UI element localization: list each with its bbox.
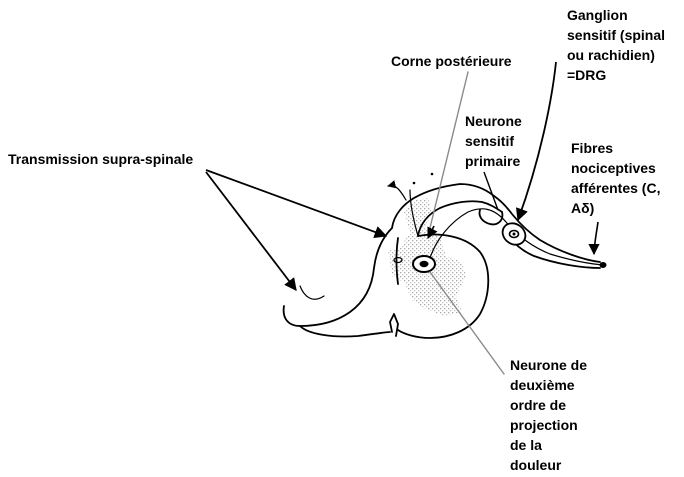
transmission-supra-spinale-label: Transmission supra-spinale xyxy=(8,151,193,167)
fibres-nociceptives-leader xyxy=(594,222,598,254)
neurone-deuxieme-leader xyxy=(430,272,504,374)
neurone-sensitif-primaire-label: Neurone sensitif primaire xyxy=(465,113,526,169)
dorsal-horn-stipple xyxy=(404,198,432,232)
spinal-cord-left-outline xyxy=(284,228,392,326)
transmission-arrow-to-lateral xyxy=(206,172,296,290)
ganglion-label: Ganglion sensitif (spinal ou rachidien) … xyxy=(567,7,669,83)
fibre-end-dot-2 xyxy=(413,182,416,185)
corne-posterieure-label: Corne postérieure xyxy=(391,53,512,69)
nociceptor-terminal xyxy=(600,262,607,268)
spinal-cord-left-lower-outline xyxy=(300,326,390,337)
ascending-fibre-lateral xyxy=(300,286,324,299)
neurone-deuxieme-ordre-label: Neurone de deuxième ordre de projection … xyxy=(510,357,591,473)
ascending-fibre-loop xyxy=(388,186,406,200)
ganglion-leader xyxy=(518,62,556,220)
fibres-nociceptives-label: Fibres nociceptives afférentes (C, Aδ) xyxy=(571,140,664,216)
second-order-neuron-nucleus xyxy=(420,261,429,267)
anterior-median-fissure xyxy=(390,314,398,336)
labels: Ganglion sensitif (spinal ou rachidien) … xyxy=(8,7,669,473)
leader-lines xyxy=(206,62,598,374)
transmission-arrow-to-dorsal xyxy=(206,170,386,236)
ganglion-cell-dot xyxy=(513,233,516,236)
dorsal-root-entry-inner xyxy=(418,201,502,236)
fibre-end-dot-1 xyxy=(431,173,434,176)
corne-posterieure-leader xyxy=(428,72,468,236)
spinal-cord-section xyxy=(284,184,502,338)
